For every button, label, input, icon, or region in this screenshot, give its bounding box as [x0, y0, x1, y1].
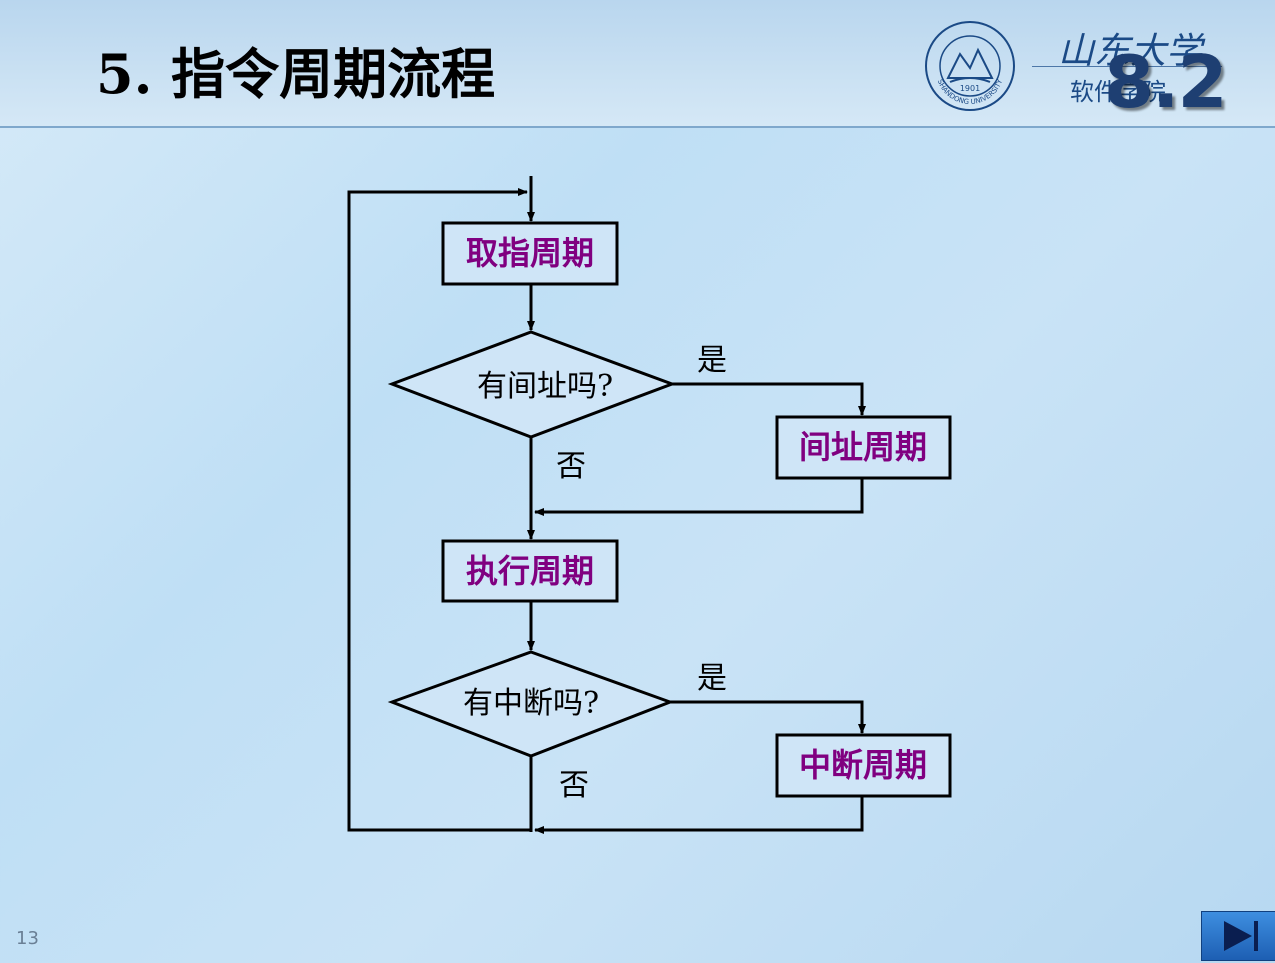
interrupt-decision-diamond	[387, 650, 675, 758]
slide-header: 5. 指令周期流程 1901 SHANDONG UNIVERSITY 山东大学 …	[0, 0, 1275, 128]
page-number: 13	[16, 928, 39, 949]
flow-line-indirect-return	[534, 479, 864, 516]
flow-line-interrupt-yes	[670, 700, 866, 734]
indirect-decision-label: 有间址吗?	[477, 369, 613, 404]
university-name: 山东大学	[1058, 31, 1203, 72]
indirect-decision-diamond	[387, 330, 677, 439]
fetch-cycle-label: 取指周期	[466, 234, 594, 272]
slide-title: 5. 指令周期流程	[96, 42, 496, 106]
fetch-cycle-box	[441, 221, 619, 286]
execute-cycle-label: 执行周期	[466, 552, 594, 590]
next-slide-icon	[1224, 921, 1258, 951]
section-badge: 8.2	[1104, 40, 1228, 124]
indirect-yes-label: 是	[697, 343, 727, 378]
interrupt-yes-label: 是	[697, 661, 727, 696]
flow-line-loop-back	[347, 188, 531, 832]
seal-year: 1901	[960, 84, 980, 93]
indirect-no-label: 否	[556, 449, 586, 484]
next-slide-button[interactable]	[1201, 911, 1275, 961]
interrupt-cycle-label: 中断周期	[799, 746, 927, 784]
interrupt-cycle-box	[775, 733, 952, 798]
interrupt-no-label: 否	[559, 768, 589, 803]
indirect-cycle-label: 间址周期	[799, 428, 927, 466]
university-seal-icon: 1901 SHANDONG UNIVERSITY	[925, 21, 1015, 111]
school-name: 软件学院	[1070, 78, 1166, 106]
indirect-cycle-box	[775, 415, 952, 480]
flow-line-interrupt-return	[534, 797, 864, 834]
interrupt-decision-label: 有中断吗?	[463, 686, 599, 721]
logo-divider	[1032, 66, 1222, 67]
execute-cycle-box	[441, 539, 619, 603]
flow-line-indirect-yes	[672, 382, 866, 416]
